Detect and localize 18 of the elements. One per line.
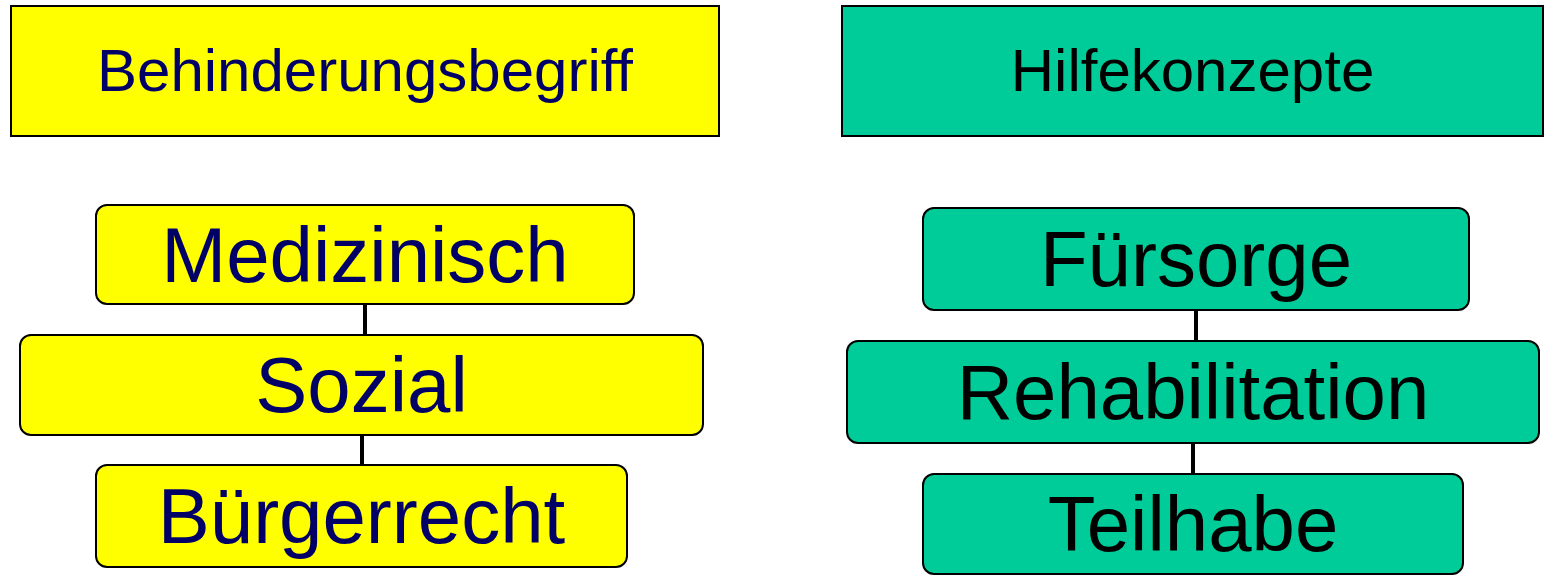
- connector-line: [1194, 311, 1198, 340]
- concept-box: [95, 464, 628, 568]
- heading-box: [10, 5, 720, 137]
- node-label: Medizinisch: [161, 215, 569, 294]
- concept-box: [95, 204, 635, 305]
- heading-box: [841, 5, 1544, 137]
- node-label: Sozial: [255, 346, 468, 424]
- node-label: Behinderungsbegriff: [97, 41, 633, 101]
- connector-line: [360, 436, 364, 464]
- node-label: Teilhabe: [1047, 485, 1339, 563]
- node-label: Rehabilitation: [956, 353, 1430, 431]
- concept-box: [19, 334, 704, 436]
- concept-box: [922, 207, 1470, 311]
- connector-line: [363, 305, 367, 334]
- connector-line: [1191, 444, 1195, 473]
- concept-box: [846, 340, 1540, 444]
- concept-box: [922, 473, 1464, 575]
- node-label: Hilfekonzepte: [1010, 41, 1375, 101]
